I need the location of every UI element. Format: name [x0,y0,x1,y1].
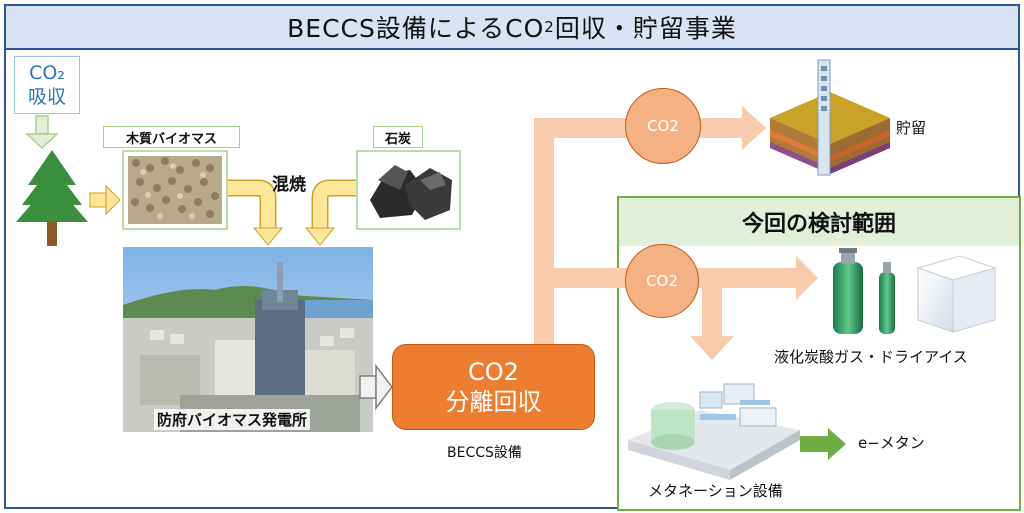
absorb-arrow [25,115,59,150]
tree-to-biomass-arrow [89,184,121,216]
coal-picture [356,150,461,230]
methanation-output-arrow [800,428,846,460]
title-subscript: 2 [544,18,555,36]
e-methane-label: e−メタン [858,434,925,452]
title-rest: 回収・貯留事業 [554,14,737,43]
gas-cylinder-large-icon [833,248,863,334]
methanation-facility-picture [628,383,800,480]
gas-cylinder-small-icon [879,262,895,334]
study-scope-title: 今回の検討範囲 [619,198,1019,246]
tree-icon [16,150,88,246]
storage-label: 貯留 [896,119,927,137]
co2-storage-circle: CO2 [625,88,701,164]
methanation-facility-label: メタネーション設備 [648,482,783,500]
co2-absorption-line2: 吸収 [27,86,66,108]
storage-ground-picture [770,59,890,176]
plant-to-separation-arrow [359,363,393,411]
power-plant-label: 防府バイオマス発電所 [154,409,311,430]
woody-biomass-label: 木質バイオマス [103,126,240,148]
woody-biomass-picture [122,150,228,230]
co2-separation-capture-box: CO2 分離回収 [392,344,595,430]
co2-absorption-label: CO₂ 吸収 [14,56,80,114]
title-main: BECCS設備によるCO [287,14,545,43]
co2-flow-to-scope [554,256,818,360]
dry-ice-icon [916,255,997,333]
power-plant-picture [123,247,373,432]
coal-label: 石炭 [373,126,423,148]
biomass-feed-arrow [228,179,284,246]
beccs-facility-label: BECCS設備 [447,445,522,461]
separation-line2: 分離回収 [445,388,542,416]
co2-scope-circle: CO2 [625,244,699,318]
coal-feed-arrow [304,179,356,246]
liquefied-co2-dry-ice-label: 液化炭酸ガス・ドライアイス [774,348,968,366]
co2-absorption-line1: CO₂ [29,62,65,84]
separation-line1: CO2 [468,358,519,386]
co-firing-label: 混焼 [272,175,306,195]
